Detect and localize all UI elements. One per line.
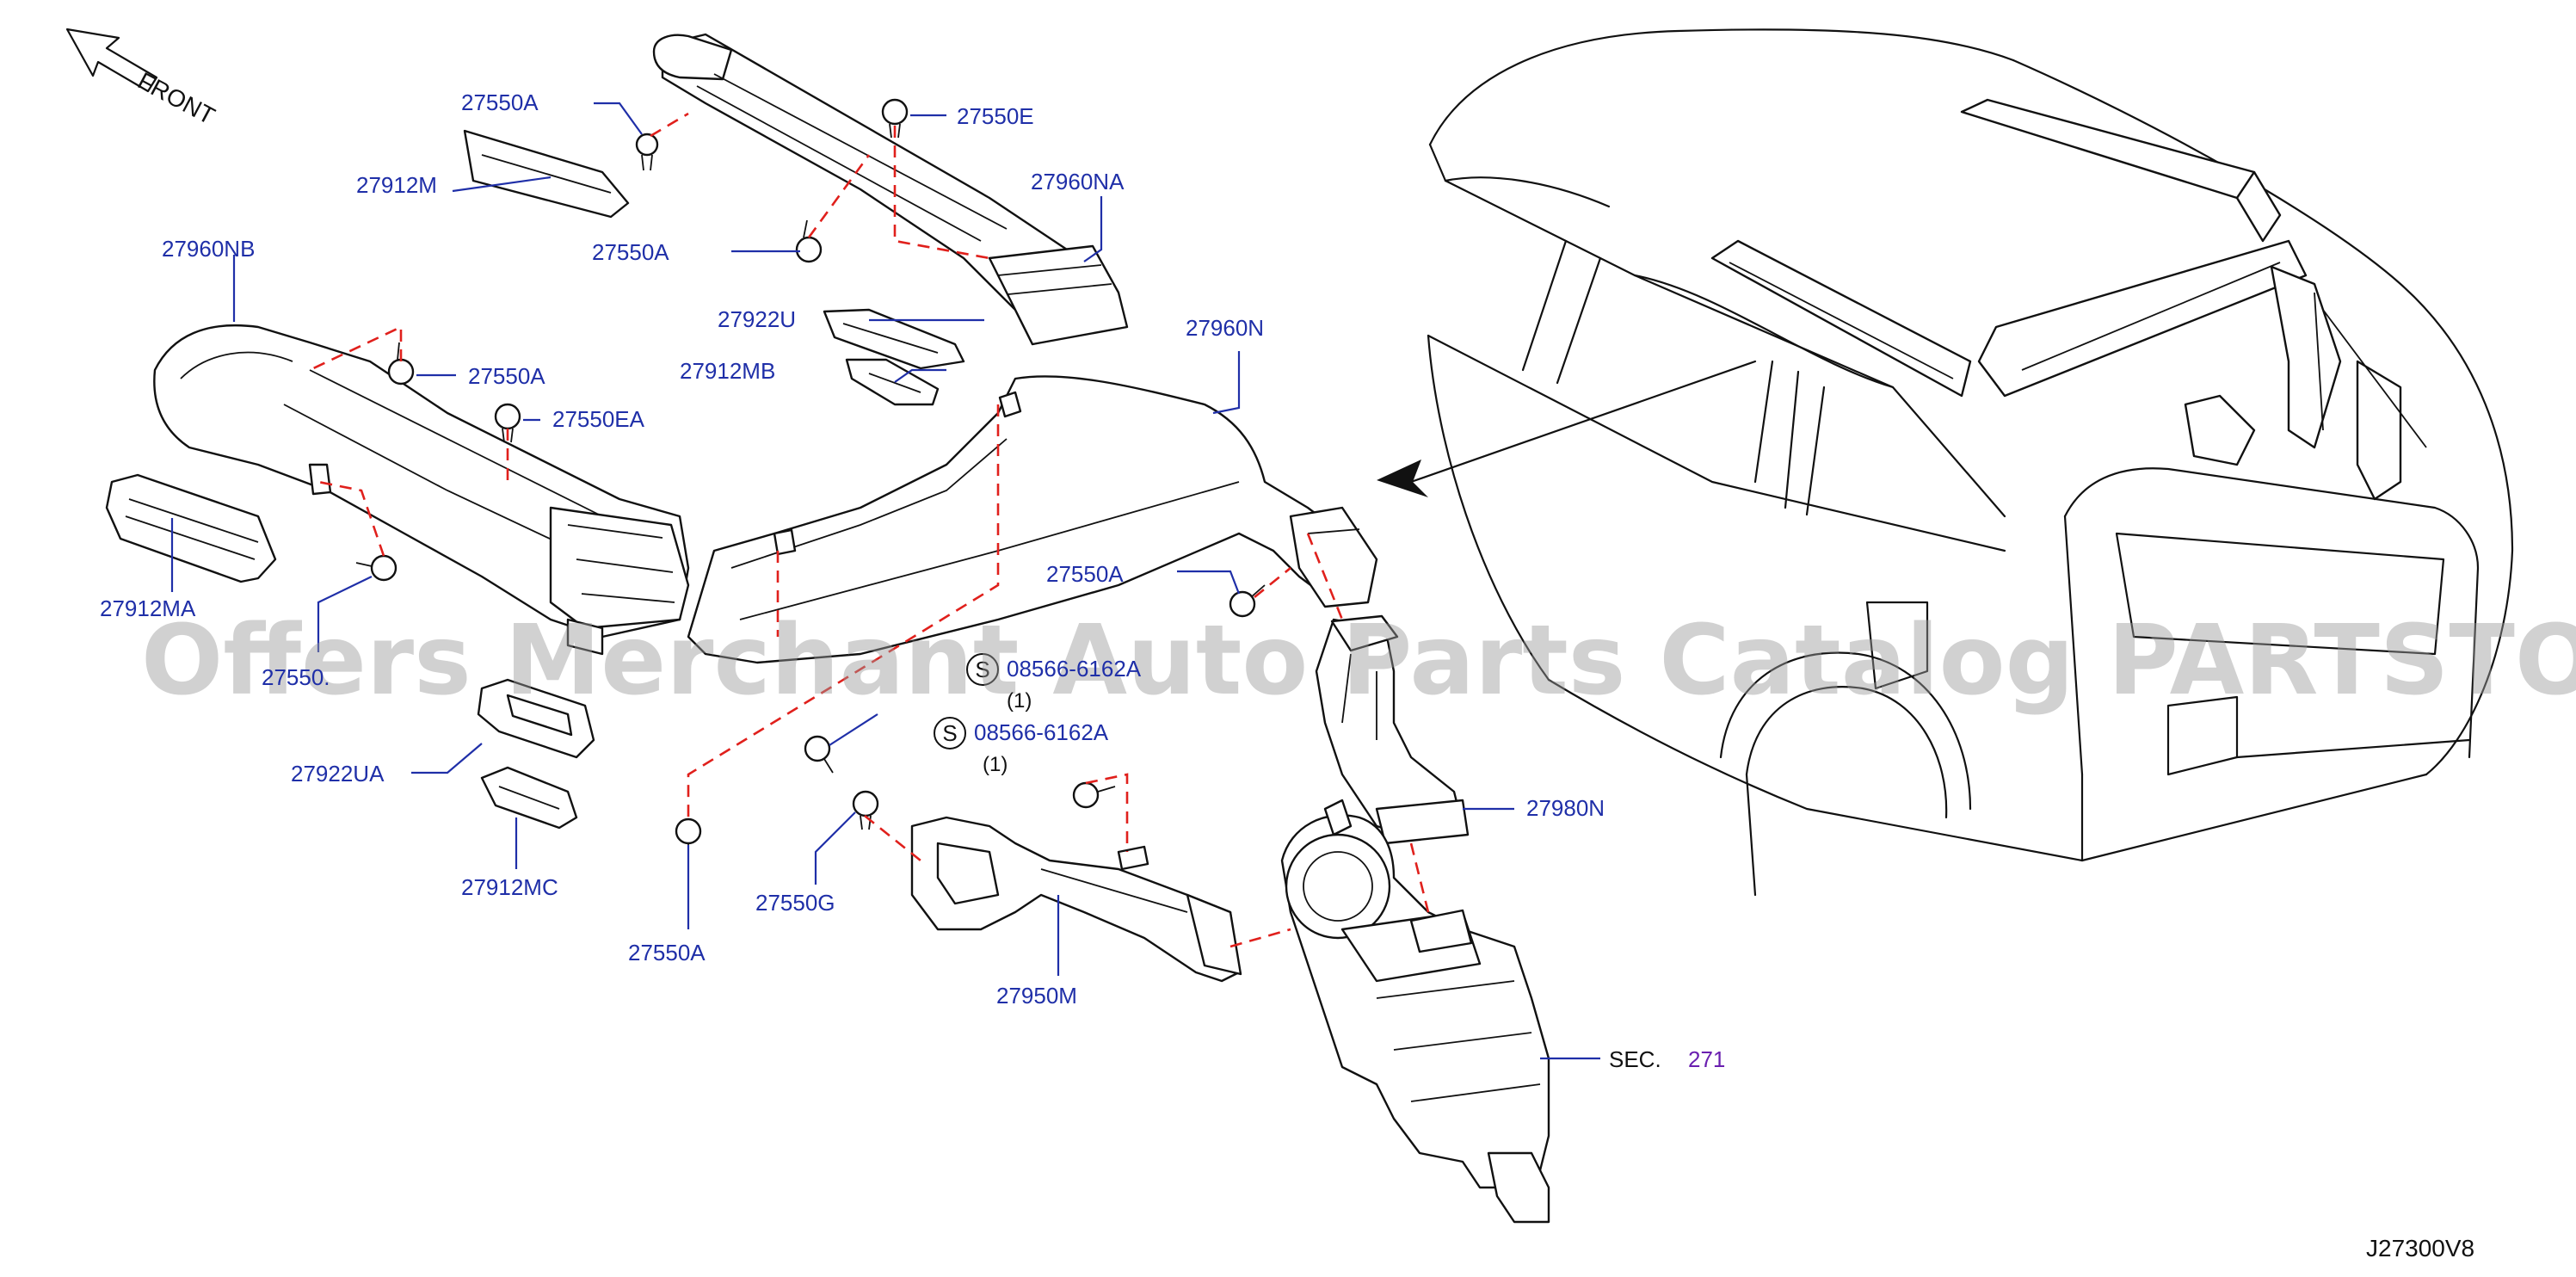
callout-label: 27912MA bbox=[100, 595, 196, 621]
clip-icon bbox=[881, 98, 909, 139]
grille-27912mc bbox=[480, 766, 578, 830]
screw-icon bbox=[635, 133, 659, 171]
callout-label: 27912MC bbox=[461, 874, 558, 900]
callout-label: 27960N bbox=[1186, 315, 1264, 341]
callout-label: 08566-6162A bbox=[1007, 656, 1142, 682]
callout-label: 27550A bbox=[461, 89, 539, 115]
duct-27950m bbox=[910, 816, 1242, 983]
svg-text:S: S bbox=[942, 720, 957, 746]
callout-label: 27950M bbox=[996, 983, 1077, 1009]
clip-icon bbox=[852, 790, 879, 830]
quantity-label: (1) bbox=[1007, 689, 1032, 713]
clip-icon bbox=[494, 403, 521, 443]
assembly-connectors bbox=[309, 112, 1430, 948]
callout-label: 27980N bbox=[1526, 795, 1605, 821]
grille-27912m bbox=[463, 129, 630, 219]
callout-label: 27550G bbox=[755, 890, 835, 916]
section-prefix: SEC. bbox=[1609, 1046, 1661, 1072]
screw-icon bbox=[804, 735, 834, 774]
callout-label: 27912M bbox=[356, 172, 437, 198]
grille-27912mb bbox=[845, 358, 940, 406]
quantity-label: (1) bbox=[983, 753, 1008, 776]
vehicle-outline bbox=[1427, 28, 2514, 897]
vent-27922ua bbox=[477, 678, 595, 759]
grille-27912ma bbox=[105, 473, 277, 583]
callout-label: 27550E bbox=[957, 103, 1034, 129]
blower-unit-sec271 bbox=[1280, 799, 1550, 1224]
callout-label: 27550. bbox=[262, 664, 330, 690]
duct-27960na bbox=[652, 33, 1129, 346]
leader-lines bbox=[170, 102, 1600, 1060]
section-link[interactable]: 271 bbox=[1688, 1046, 1725, 1072]
drawing-code: J27300V8 bbox=[2366, 1235, 2474, 1262]
screw-icon bbox=[795, 219, 823, 263]
callout-label: 27960NB bbox=[162, 236, 255, 262]
callout-label: 08566-6162A bbox=[974, 719, 1109, 745]
callout-label: 27960NA bbox=[1031, 169, 1125, 194]
svg-text:S: S bbox=[975, 657, 989, 682]
screw-icon bbox=[387, 342, 415, 386]
duct-27960nb bbox=[153, 324, 690, 656]
front-label: FRONT bbox=[133, 67, 219, 130]
duct-27980n bbox=[1315, 614, 1470, 845]
screw-icon bbox=[1072, 781, 1116, 809]
callout-label: 27922UA bbox=[291, 761, 385, 787]
callout-label: 27550A bbox=[468, 363, 545, 389]
watermark: Offers Merchant Auto Parts Catalog PARTS… bbox=[141, 605, 2576, 717]
duct-27960n bbox=[687, 375, 1378, 664]
callout-label: 27550EA bbox=[552, 406, 645, 432]
location-arrow bbox=[1377, 360, 1757, 497]
callout-label: 27912MB bbox=[680, 358, 775, 384]
callout-label: 27922U bbox=[718, 306, 796, 332]
callout-label: 27550A bbox=[592, 239, 669, 265]
vent-27922u bbox=[823, 308, 965, 370]
screw-icon bbox=[355, 554, 397, 582]
s-circle-icon: S bbox=[934, 717, 966, 750]
screw-icon bbox=[1229, 584, 1266, 618]
s-circle-icon: S bbox=[966, 653, 999, 686]
callout-label: 27550A bbox=[628, 940, 706, 965]
callout-label: 27550A bbox=[1046, 561, 1124, 587]
front-arrow-icon bbox=[65, 28, 158, 93]
